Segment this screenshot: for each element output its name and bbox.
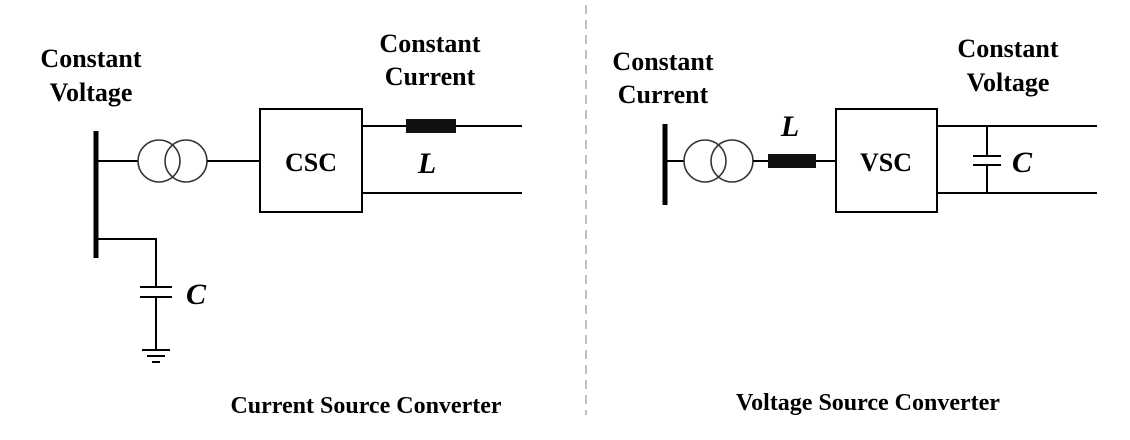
- csc-output-label-line2: Current: [385, 62, 476, 91]
- csc-caption: Current Source Converter: [230, 393, 501, 419]
- vsc-converter-box: [835, 108, 938, 213]
- vsc-converter-label: VSC: [860, 148, 912, 177]
- vsc-inductor: [768, 154, 816, 168]
- vsc-panel: Constant Current Constant Voltage L VSC …: [612, 34, 1097, 416]
- csc-source-label-line1: Constant: [40, 44, 141, 73]
- csc-inductor: [406, 119, 456, 133]
- csc-converter-box: [259, 108, 363, 213]
- vsc-transformer-icon: [683, 139, 754, 183]
- vsc-source-label-line1: Constant: [612, 47, 713, 76]
- csc-wire: [96, 238, 157, 287]
- csc-capacitor-label: C: [186, 278, 207, 311]
- vsc-caption: Voltage Source Converter: [736, 390, 1000, 416]
- ground-icon: [142, 349, 170, 363]
- csc-inductor-label: L: [417, 147, 436, 180]
- csc-converter-label: CSC: [285, 148, 337, 177]
- vsc-inductor-label: L: [780, 110, 799, 143]
- csc-output-label-line1: Constant: [379, 29, 480, 58]
- csc-source-label-line2: Voltage: [50, 78, 133, 107]
- vsc-output-label-line2: Voltage: [967, 68, 1050, 97]
- vsc-output-label-line1: Constant: [957, 34, 1058, 63]
- vsc-capacitor-label: C: [1012, 146, 1033, 179]
- csc-panel: Constant Voltage Constant Current CSC L …: [40, 29, 522, 419]
- vsc-source-label-line2: Current: [618, 80, 709, 109]
- csc-transformer-icon: [137, 139, 208, 183]
